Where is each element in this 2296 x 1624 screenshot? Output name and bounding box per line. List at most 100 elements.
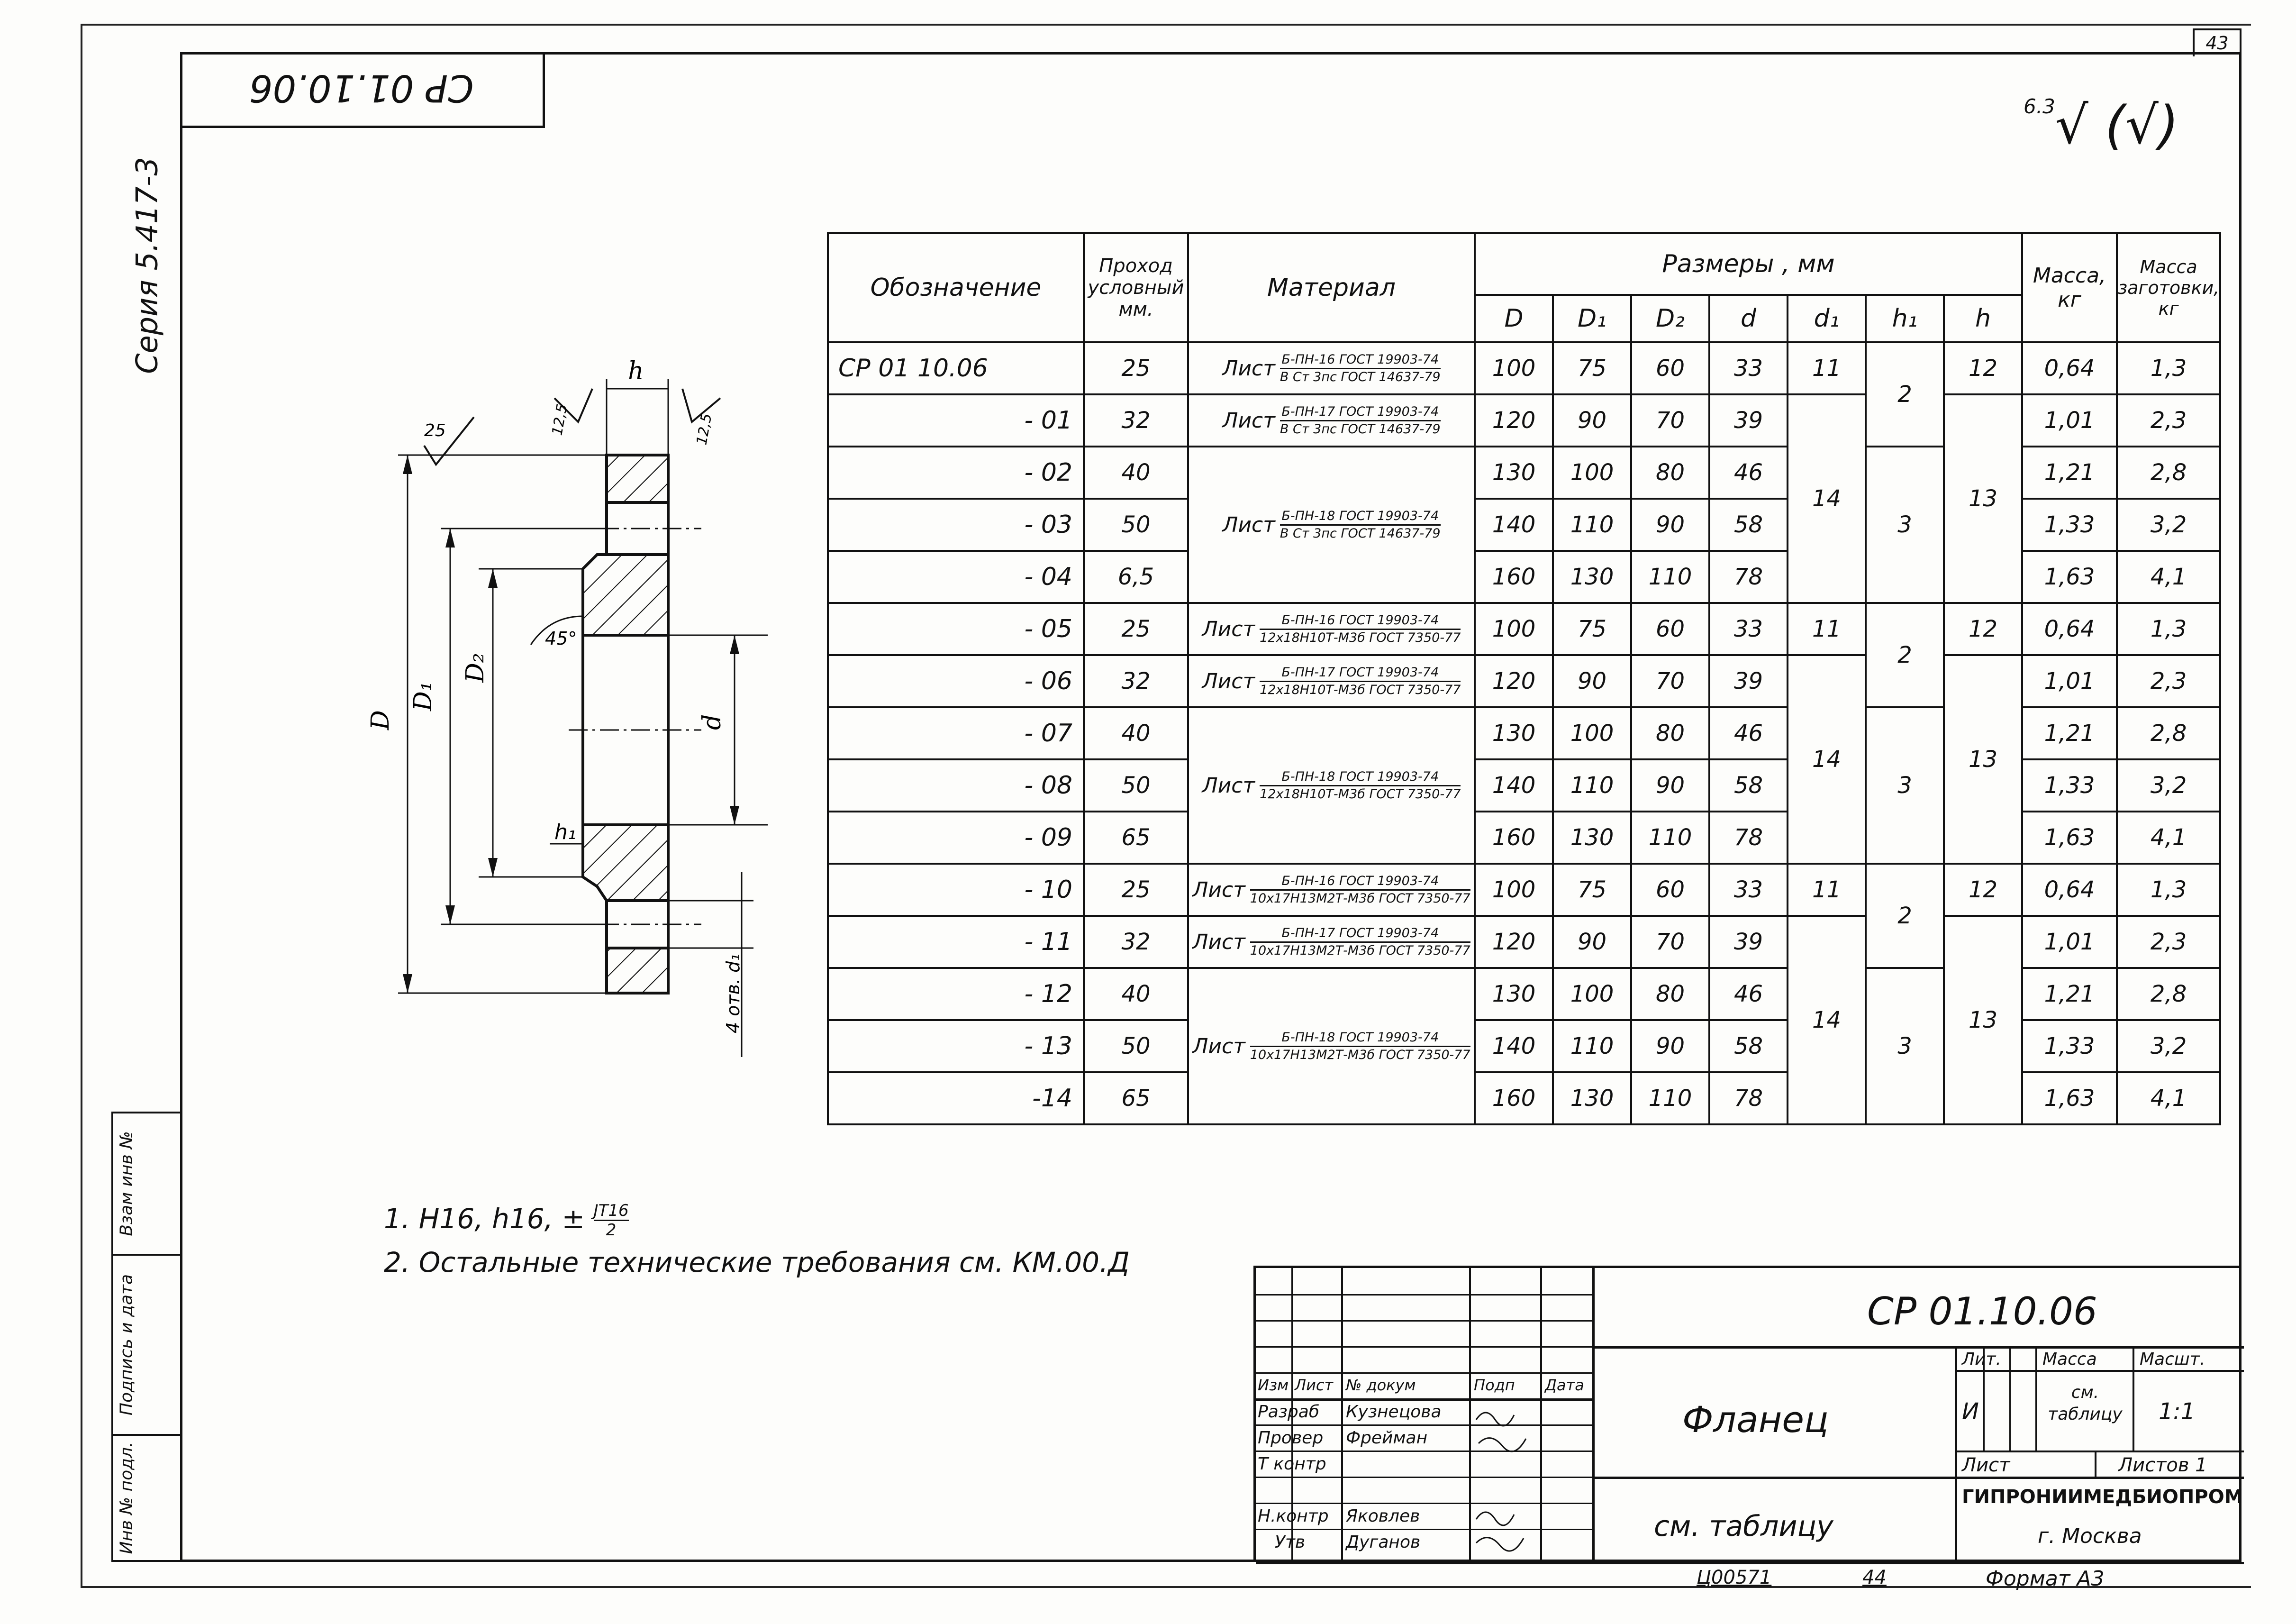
cell-d1: 110 bbox=[1552, 498, 1632, 552]
spec-table: Обозначение Проход условный мм. Материал… bbox=[827, 232, 2222, 1125]
cell-blank-mass: 2,8 bbox=[2115, 967, 2222, 1021]
cell-d: 46 bbox=[1708, 706, 1788, 760]
cell-blank-mass: 4,1 bbox=[2115, 1071, 2222, 1125]
cell-d2: 70 bbox=[1630, 654, 1710, 708]
header-material: Материал bbox=[1187, 232, 1476, 343]
cell-d: 100 bbox=[1474, 602, 1554, 656]
cell-mass: 0,64 bbox=[2021, 863, 2118, 917]
cell-blank-mass: 1,3 bbox=[2115, 602, 2222, 656]
cell-mass: 1,63 bbox=[2021, 550, 2118, 604]
cell-mass: 1,01 bbox=[2021, 915, 2118, 969]
tb-lit-label: Лит. bbox=[1962, 1350, 2001, 1369]
cell-designation: - 07 bbox=[827, 706, 1085, 760]
cell-designation: - 10 bbox=[827, 863, 1085, 917]
roughness-mark: (√) bbox=[2105, 95, 2179, 155]
cell-designation: - 08 bbox=[827, 758, 1085, 812]
tb-lit-value: И bbox=[1962, 1398, 1979, 1425]
cell-d2: 70 bbox=[1630, 393, 1710, 447]
note-2: 2. Остальные технические требования см. … bbox=[384, 1246, 1130, 1278]
tb-name-0: Кузнецова bbox=[1346, 1402, 1442, 1422]
tb-mass-label: Масса bbox=[2042, 1350, 2097, 1369]
cell-passage: 25 bbox=[1083, 863, 1189, 917]
cell-d: 46 bbox=[1708, 967, 1788, 1021]
cell-blank-mass: 4,1 bbox=[2115, 550, 2222, 604]
cell-d: 78 bbox=[1708, 550, 1788, 604]
material-steel: 10х17Н13М2Т-М3б ГОСТ 7350-77 bbox=[1250, 891, 1470, 906]
cell-designation: - 05 bbox=[827, 602, 1085, 656]
header-blank-mass: Масса заготовки, кг bbox=[2115, 232, 2222, 343]
cell-blank-mass: 3,2 bbox=[2115, 1019, 2222, 1073]
cell-d1: 75 bbox=[1552, 602, 1632, 656]
dim-h: h bbox=[628, 357, 644, 385]
cell-d2: 60 bbox=[1630, 863, 1710, 917]
cell-h1: 3 bbox=[1865, 706, 1945, 865]
dim-D: D bbox=[366, 710, 395, 730]
cell-d: 58 bbox=[1708, 498, 1788, 552]
material-grade: Б-ПН-16 ГОСТ 19903-74 bbox=[1250, 873, 1470, 891]
cell-d: 120 bbox=[1474, 915, 1554, 969]
cell-blank-mass: 1,3 bbox=[2115, 863, 2222, 917]
material-steel: 10х17Н13М2Т-М3б ГОСТ 7350-77 bbox=[1250, 943, 1470, 958]
tb-sheet-label: Лист bbox=[1962, 1454, 2010, 1476]
cell-d: 39 bbox=[1708, 393, 1788, 447]
cell-d1: 14 bbox=[1787, 654, 1867, 865]
cell-d1: 75 bbox=[1552, 341, 1632, 395]
cell-d1: 11 bbox=[1787, 602, 1867, 656]
cell-d1: 100 bbox=[1552, 967, 1632, 1021]
cell-d: 120 bbox=[1474, 393, 1554, 447]
cell-d: 130 bbox=[1474, 706, 1554, 760]
cell-blank-mass: 2,3 bbox=[2115, 393, 2222, 447]
material-steel: 10х17Н13М2Т-М3б ГОСТ 7350-77 bbox=[1250, 1047, 1470, 1062]
cell-mass: 1,01 bbox=[2021, 654, 2118, 708]
dim-D1: D₁ bbox=[409, 681, 437, 712]
cell-blank-mass: 3,2 bbox=[2115, 758, 2222, 812]
material-steel: В Ст 3пс ГОСТ 14637-79 bbox=[1280, 526, 1441, 541]
cell-h: 12 bbox=[1943, 602, 2023, 656]
cell-passage: 65 bbox=[1083, 811, 1189, 865]
cell-passage: 6,5 bbox=[1083, 550, 1189, 604]
cell-d2: 80 bbox=[1630, 706, 1710, 760]
header-D2: D₂ bbox=[1630, 294, 1710, 343]
cell-h: 13 bbox=[1943, 915, 2023, 1125]
cell-d: 78 bbox=[1708, 1071, 1788, 1125]
material-steel: В Ст 3пс ГОСТ 14637-79 bbox=[1280, 421, 1441, 437]
material-prefix: Лист bbox=[1192, 1034, 1245, 1058]
cell-d1: 100 bbox=[1552, 446, 1632, 500]
tb-name-3: Яковлев bbox=[1346, 1506, 1420, 1526]
cell-d: 140 bbox=[1474, 758, 1554, 812]
cell-d: 33 bbox=[1708, 602, 1788, 656]
cell-d: 39 bbox=[1708, 915, 1788, 969]
header-D: D bbox=[1474, 294, 1554, 343]
tb-name-4: Дуганов bbox=[1346, 1533, 1421, 1552]
tb-role-3: Н.контр bbox=[1258, 1506, 1329, 1526]
cell-h1: 3 bbox=[1865, 967, 1945, 1125]
cell-blank-mass: 2,8 bbox=[2115, 446, 2222, 500]
tb-city: г. Москва bbox=[2038, 1524, 2142, 1548]
cell-passage: 25 bbox=[1083, 602, 1189, 656]
cell-d: 140 bbox=[1474, 1019, 1554, 1073]
tb-sheets-label: Листов 1 bbox=[2118, 1454, 2207, 1476]
material-grade: Б-ПН-18 ГОСТ 19903-74 bbox=[1260, 769, 1461, 786]
tb-scale-value: 1:1 bbox=[2159, 1398, 2196, 1425]
cell-designation: - 06 bbox=[827, 654, 1085, 708]
material-grade: Б-ПН-17 ГОСТ 19903-74 bbox=[1280, 404, 1441, 421]
cell-d: 120 bbox=[1474, 654, 1554, 708]
cell-passage: 65 bbox=[1083, 1071, 1189, 1125]
material-prefix: Лист bbox=[1222, 356, 1275, 381]
cell-mass: 1,33 bbox=[2021, 1019, 2118, 1073]
cell-passage: 32 bbox=[1083, 915, 1189, 969]
tb-col-sign: Подп bbox=[1474, 1376, 1515, 1394]
cell-passage: 32 bbox=[1083, 393, 1189, 447]
